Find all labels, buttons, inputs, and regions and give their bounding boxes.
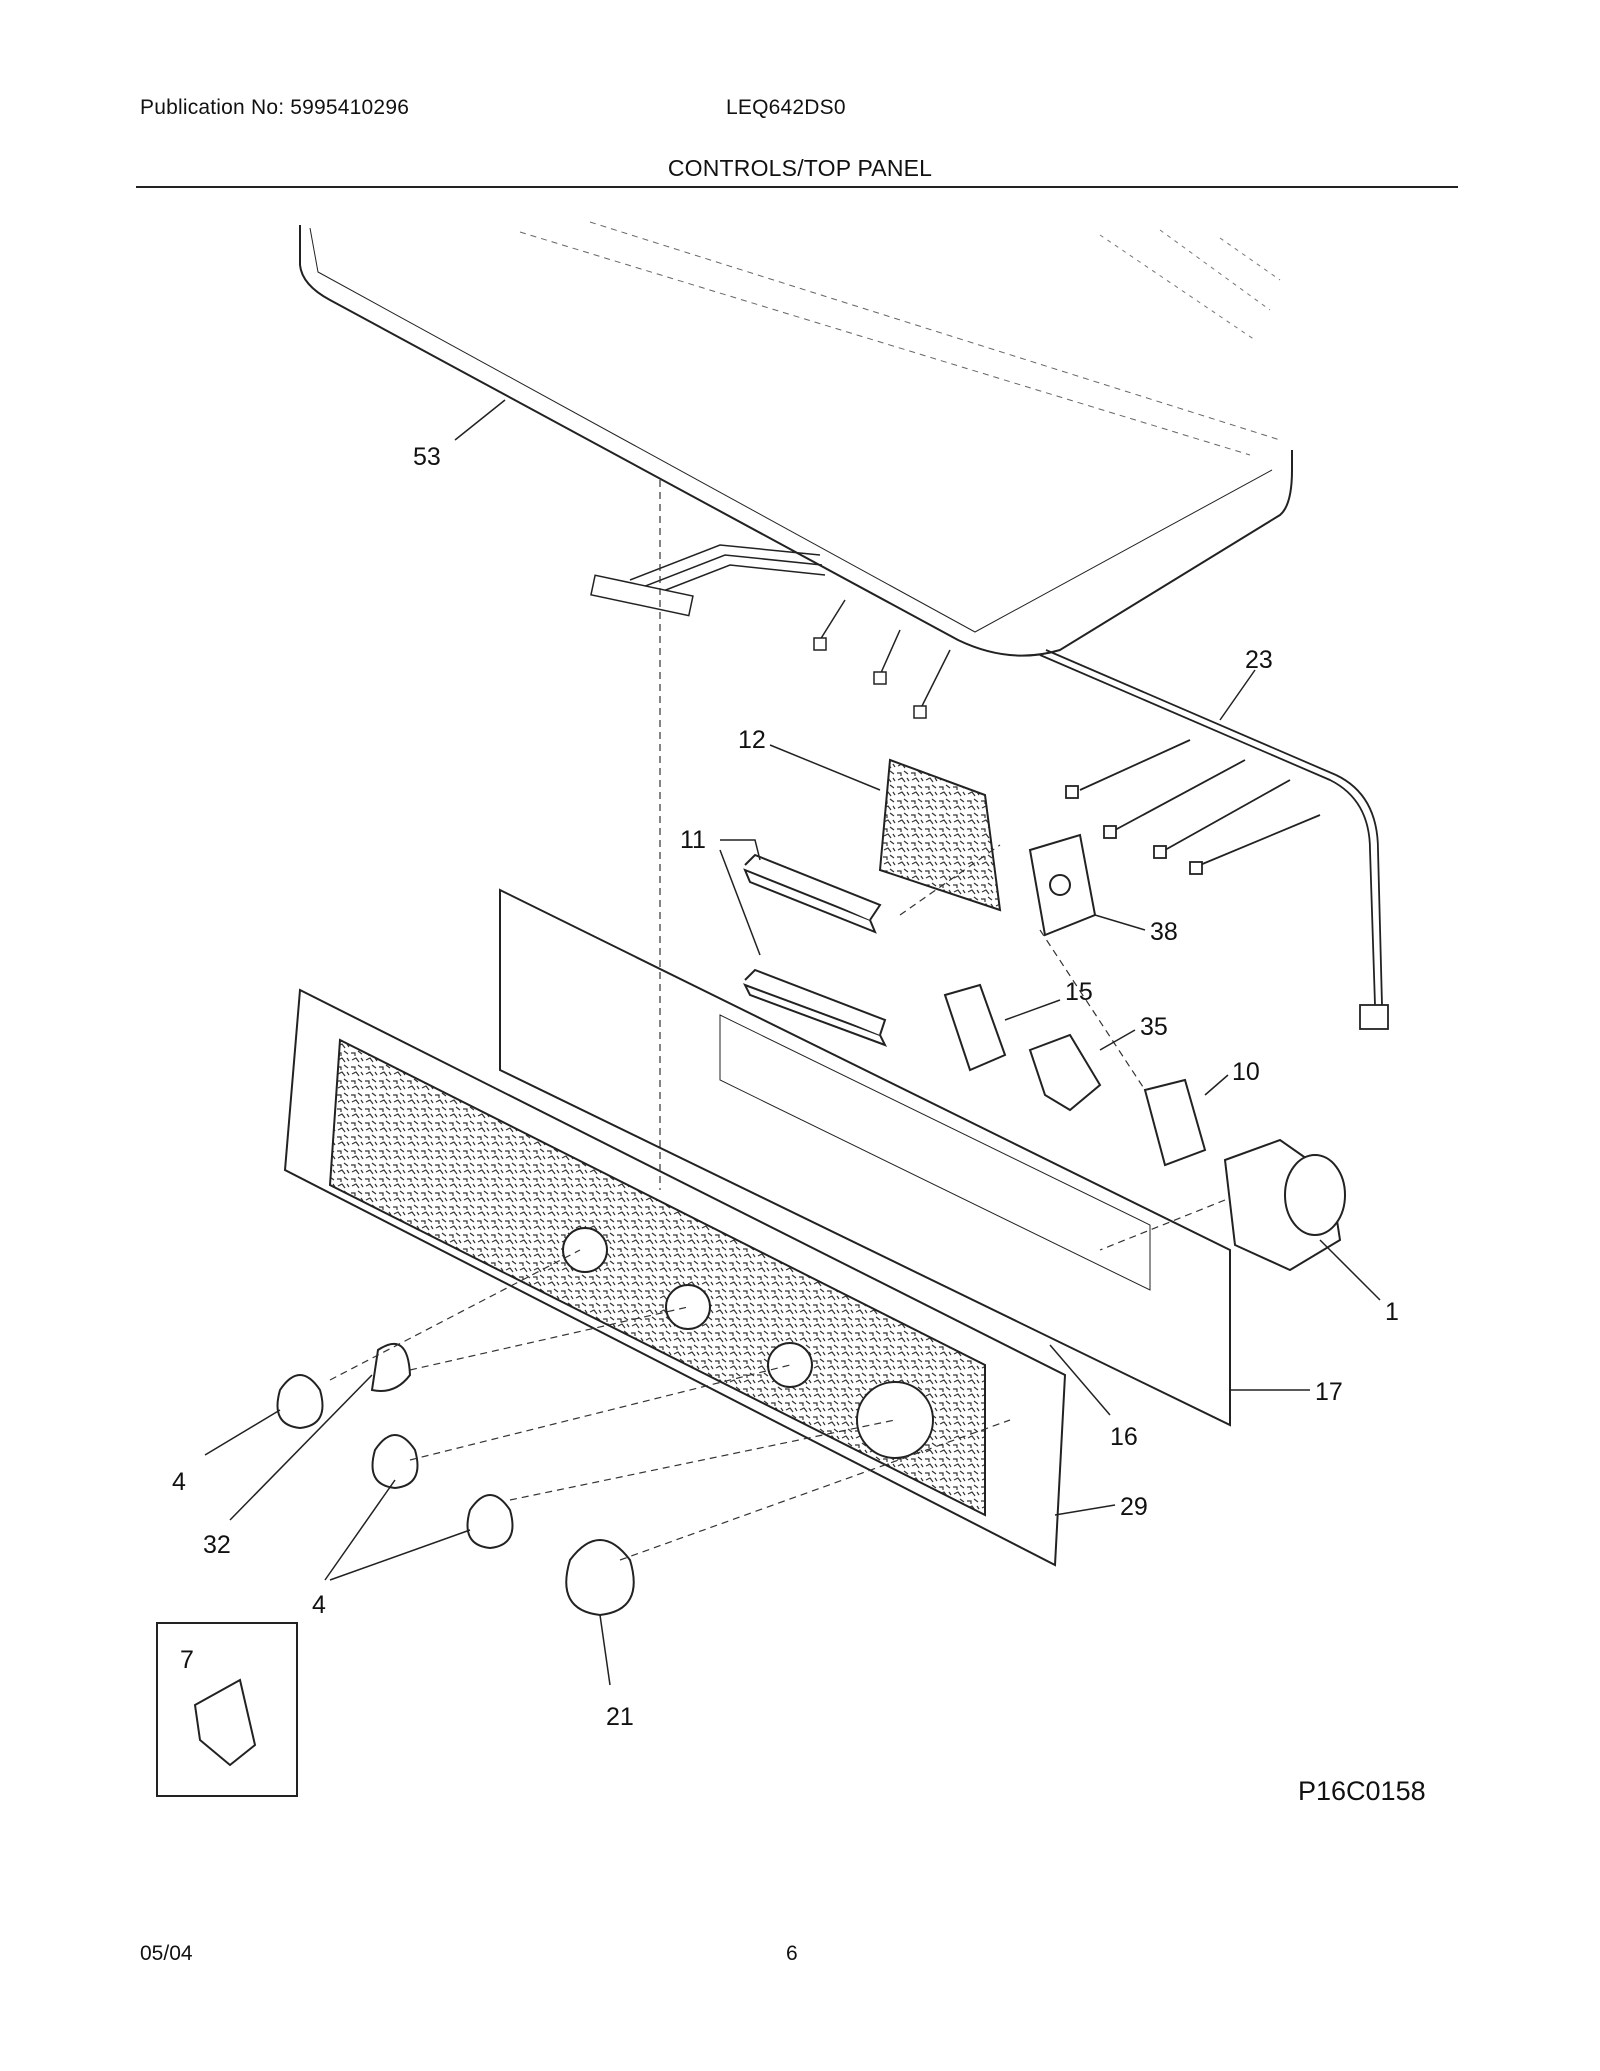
guide-lines [329, 480, 1226, 1561]
top-panel [299, 221, 1293, 657]
part-label-53: 53 [413, 443, 441, 471]
part-label-17: 17 [1315, 1378, 1343, 1406]
part-label-38: 38 [1150, 918, 1178, 946]
model-number: LEQ642DS0 [726, 96, 846, 119]
part-label-4-left: 4 [172, 1468, 186, 1496]
selector-switch [1028, 833, 1097, 937]
part-label-11: 11 [680, 826, 706, 854]
leader-lines [204, 399, 1381, 1686]
control-knobs [276, 1342, 635, 1617]
circuit-board [878, 758, 1002, 912]
part-label-16: 16 [1110, 1423, 1138, 1451]
part-label-32: 32 [203, 1531, 231, 1559]
part-label-7: 7 [180, 1646, 194, 1674]
figure-code: P16C0158 [1298, 1776, 1426, 1806]
rocker-switches [943, 983, 1207, 1167]
part-label-21: 21 [606, 1703, 634, 1731]
publication-number: Publication No: 5995410296 [140, 96, 410, 119]
part-label-1: 1 [1385, 1298, 1399, 1326]
header-divider [136, 186, 1458, 188]
page-title: CONTROLS/TOP PANEL [667, 155, 933, 181]
part-label-12: 12 [738, 726, 766, 754]
brackets [742, 853, 888, 1047]
part-label-10: 10 [1232, 1058, 1260, 1086]
part-label-29: 29 [1120, 1493, 1148, 1521]
part-label-15: 15 [1065, 978, 1093, 1006]
footer-date: 05/04 [140, 1942, 193, 1965]
console-backplate [499, 888, 1231, 1427]
wire-harness-23 [1039, 649, 1389, 1030]
part-label-4-bottom: 4 [312, 1591, 326, 1619]
part-label-23: 23 [1245, 646, 1273, 674]
timer [1223, 1138, 1346, 1272]
front-control-panel [283, 988, 1067, 1567]
inset-part-7 [156, 1622, 298, 1797]
part-label-35: 35 [1140, 1013, 1168, 1041]
wire-harness [590, 544, 951, 719]
page-number: 6 [786, 1942, 798, 1965]
